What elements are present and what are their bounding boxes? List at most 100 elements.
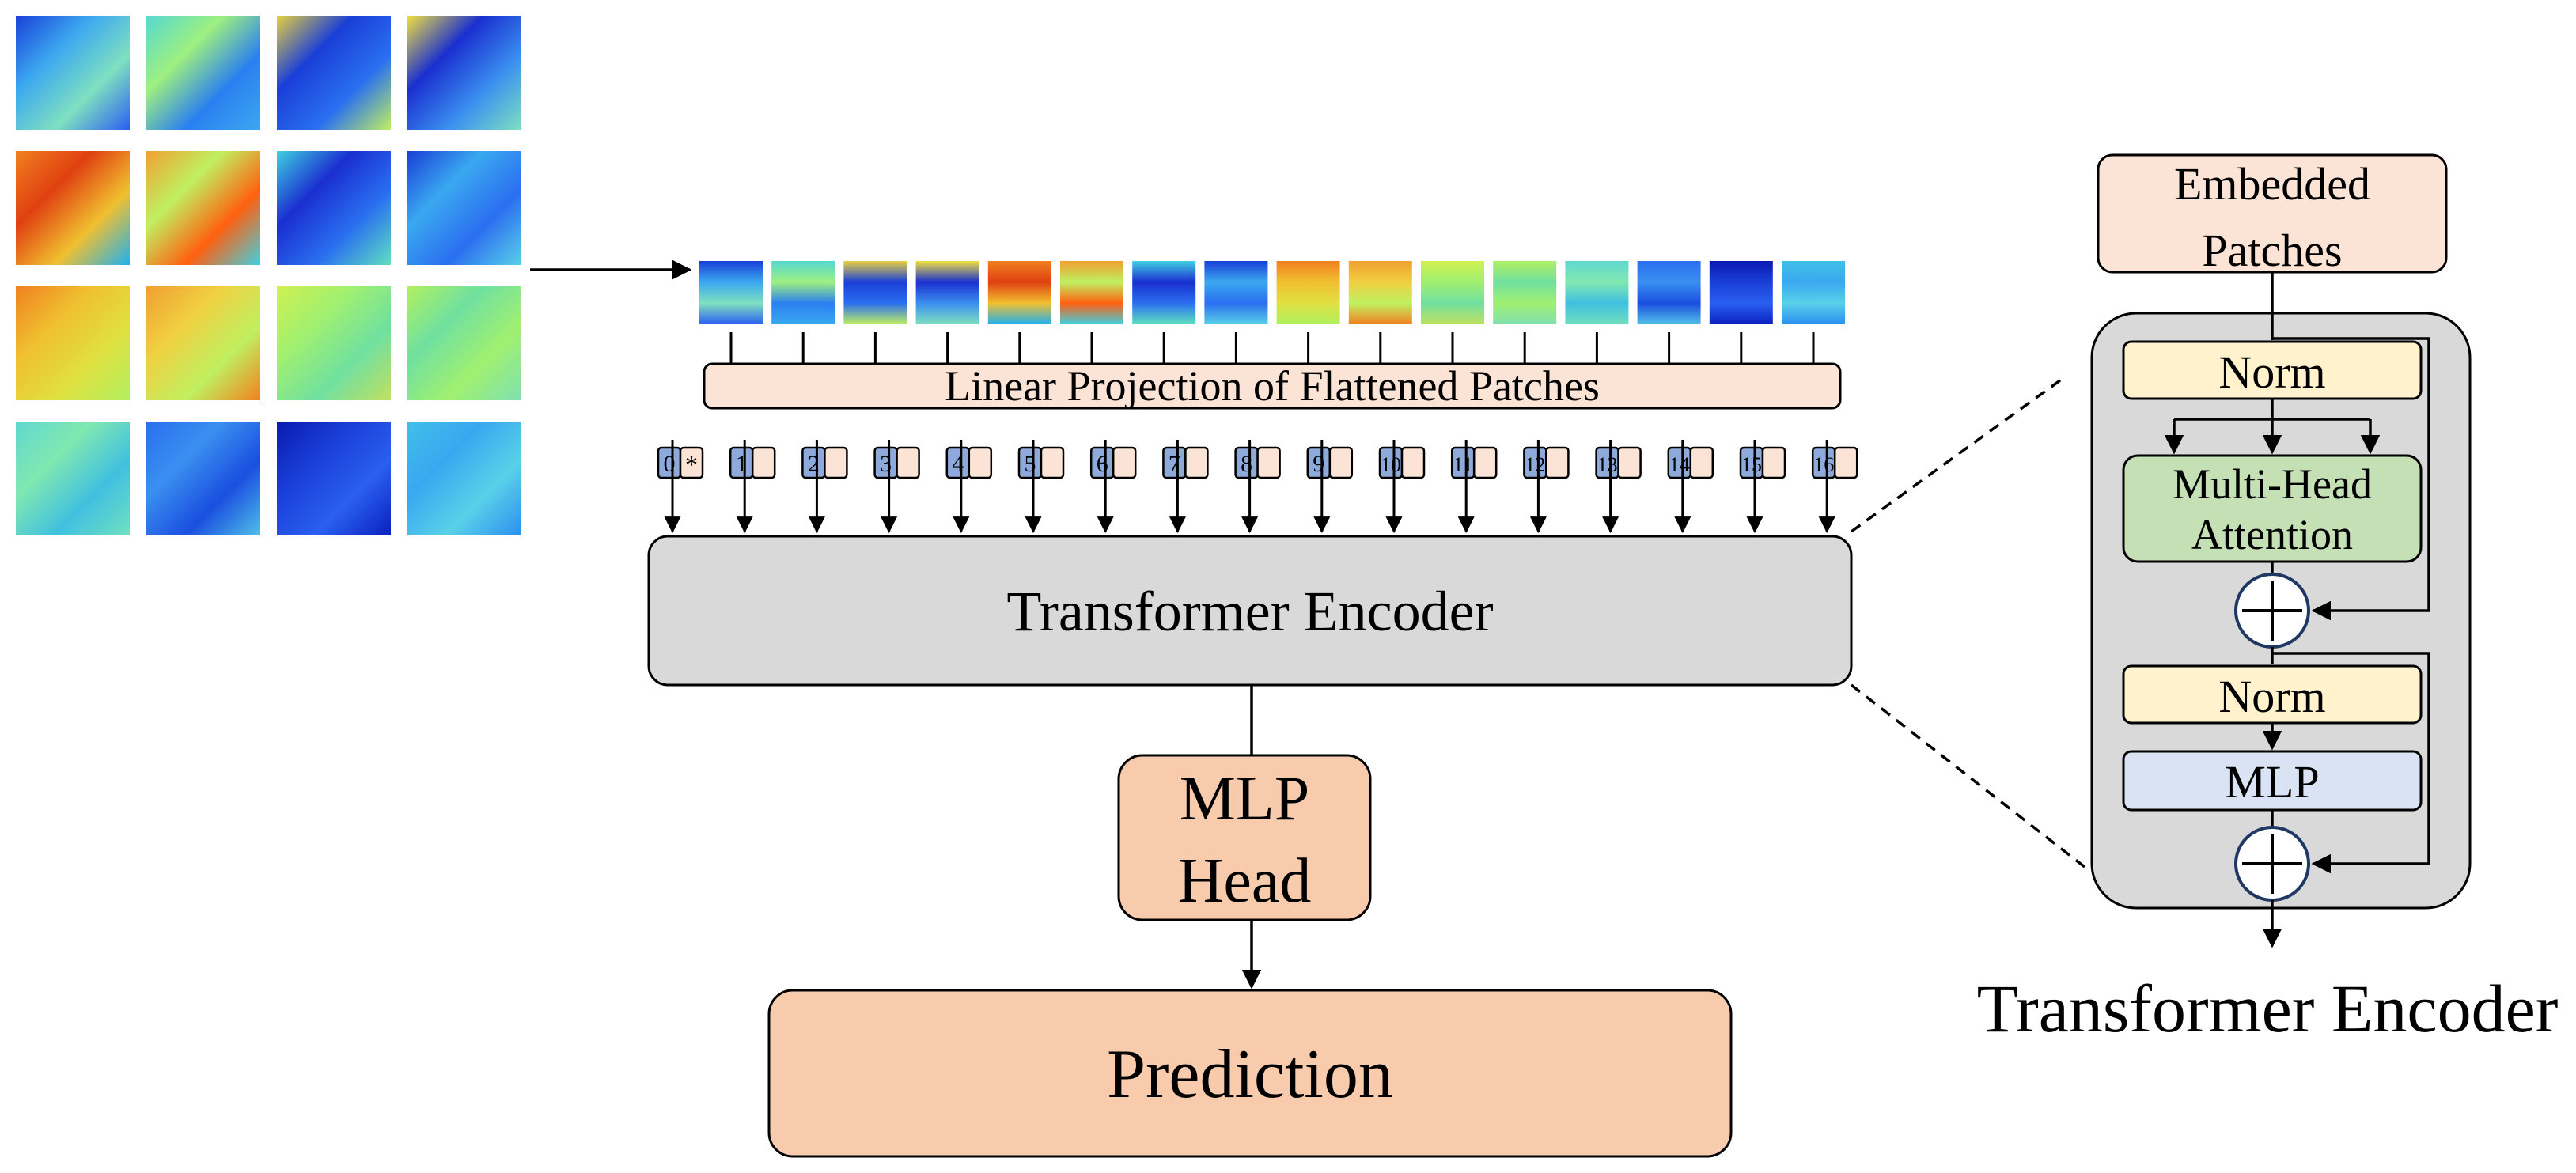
norm1-label: Norm [2218, 346, 2325, 398]
token-13: 13 [1595, 440, 1642, 534]
token-16: 16 [1811, 440, 1858, 534]
flattened-patch-sequence [699, 261, 1845, 324]
patch-embedding-0 [679, 446, 704, 479]
grid-patch-11 [277, 286, 391, 400]
residual-connection-2 [2272, 652, 2430, 874]
residual-connection-1 [2272, 337, 2430, 621]
token-15: 15 [1739, 440, 1786, 534]
sequence-patch-3 [843, 261, 907, 324]
linear-projection-label: Linear Projection of Flattened Patches [945, 362, 1600, 410]
token-5: 5 [1017, 440, 1065, 534]
patch-embedding-13 [1617, 446, 1642, 479]
patch-embedding-3 [896, 446, 920, 479]
grid-patch-7 [277, 151, 391, 265]
linear-projection-box: Linear Projection of Flattened Patches [703, 362, 1842, 410]
token-number-14: 14 [1669, 453, 1690, 476]
encoder-detail-caption: Transformer Encoder [1977, 971, 2559, 1046]
zoom-line-top [1850, 376, 2065, 533]
patch-embedding-4 [968, 446, 993, 479]
patch-embedding-12 [1545, 446, 1570, 479]
sequence-patch-14 [1637, 261, 1701, 324]
token-number-16: 16 [1813, 453, 1834, 476]
grid-patch-14 [146, 422, 260, 535]
patch-embedding-15 [1761, 446, 1786, 479]
grid-patch-12 [407, 286, 521, 400]
mlp-head-box: MLP Head [1117, 754, 1372, 921]
zoom-line-bottom [1850, 683, 2090, 872]
sequence-patch-12 [1493, 261, 1557, 324]
mlp-label: MLP [2225, 756, 2319, 808]
sequence-patch-8 [1204, 261, 1268, 324]
sequence-patch-13 [1565, 261, 1629, 324]
patch-embedding-11 [1472, 446, 1498, 479]
token-2: 2 [801, 440, 848, 534]
patch-embedding-14 [1689, 446, 1714, 479]
grid-patch-2 [146, 16, 260, 130]
token-9: 9 [1306, 440, 1354, 534]
grid-patch-5 [16, 151, 130, 265]
token-1: 1 [729, 440, 776, 534]
sequence-patch-1 [699, 261, 763, 324]
sequence-patch-4 [915, 261, 979, 324]
token-number-15: 15 [1741, 453, 1762, 476]
add2-circle [2234, 826, 2310, 902]
sequence-patch-5 [987, 261, 1051, 324]
patch-embedding-9 [1328, 446, 1354, 479]
attention-label-line1: Multi-Head [2173, 460, 2372, 508]
class-token-symbol: * [685, 450, 698, 479]
grid-patch-4 [407, 16, 521, 130]
token-number-10: 10 [1381, 453, 1401, 476]
patch-embedding-1 [751, 446, 776, 479]
grid-patch-9 [16, 286, 130, 400]
prediction-box: Prediction [767, 989, 1733, 1158]
patch-embedding-8 [1256, 446, 1281, 479]
norm2-label: Norm [2218, 671, 2325, 722]
token-3: 3 [873, 440, 920, 534]
sequence-patch-2 [771, 261, 835, 324]
embedded-patches-line1: Embedded [2174, 158, 2370, 210]
patch-embedding-7 [1184, 446, 1209, 479]
patch-embedding-16 [1833, 446, 1858, 479]
sequence-patch-15 [1709, 261, 1773, 324]
grid-patch-3 [277, 16, 391, 130]
sequence-patch-11 [1421, 261, 1484, 324]
token-10: 10 [1378, 440, 1426, 534]
encoder-detail: Embedded Patches Norm Multi-Head Attenti… [1977, 153, 2559, 1046]
embedded-patches-line2: Patches [2202, 225, 2342, 276]
grid-patch-10 [146, 286, 260, 400]
transformer-encoder-box: Transformer Encoder [647, 535, 1853, 687]
token-11: 11 [1450, 440, 1498, 534]
patch-embedding-6 [1112, 446, 1137, 479]
token-12: 12 [1523, 440, 1570, 534]
transformer-encoder-label: Transformer Encoder [1006, 580, 1493, 643]
input-patch-grid [16, 16, 521, 535]
attention-label-line2: Attention [2191, 511, 2353, 558]
sequence-patch-16 [1782, 261, 1845, 324]
grid-patch-16 [407, 422, 521, 535]
sequence-patch-9 [1276, 261, 1340, 324]
sequence-patch-6 [1060, 261, 1123, 324]
mlp-head-label-line1: MLP [1180, 764, 1310, 834]
add1-circle [2234, 573, 2310, 649]
token-number-12: 12 [1525, 453, 1545, 476]
token-number-11: 11 [1453, 453, 1473, 476]
grid-patch-13 [16, 422, 130, 535]
patch-embedding-5 [1040, 446, 1065, 479]
sequence-patch-10 [1348, 261, 1412, 324]
grid-patch-1 [16, 16, 130, 130]
token-6: 6 [1089, 440, 1137, 534]
patch-embedding-10 [1400, 446, 1426, 479]
token-number-13: 13 [1597, 453, 1618, 476]
sequence-patch-7 [1132, 261, 1196, 324]
token-7: 7 [1162, 440, 1209, 534]
patch-embedding-2 [824, 446, 848, 479]
token-4: 4 [945, 440, 993, 534]
prediction-label: Prediction [1107, 1036, 1393, 1113]
token-14: 14 [1667, 440, 1714, 534]
token-8: 8 [1234, 440, 1281, 534]
mlp-head-label-line2: Head [1178, 846, 1312, 916]
grid-patch-8 [407, 151, 521, 265]
grid-patch-6 [146, 151, 260, 265]
